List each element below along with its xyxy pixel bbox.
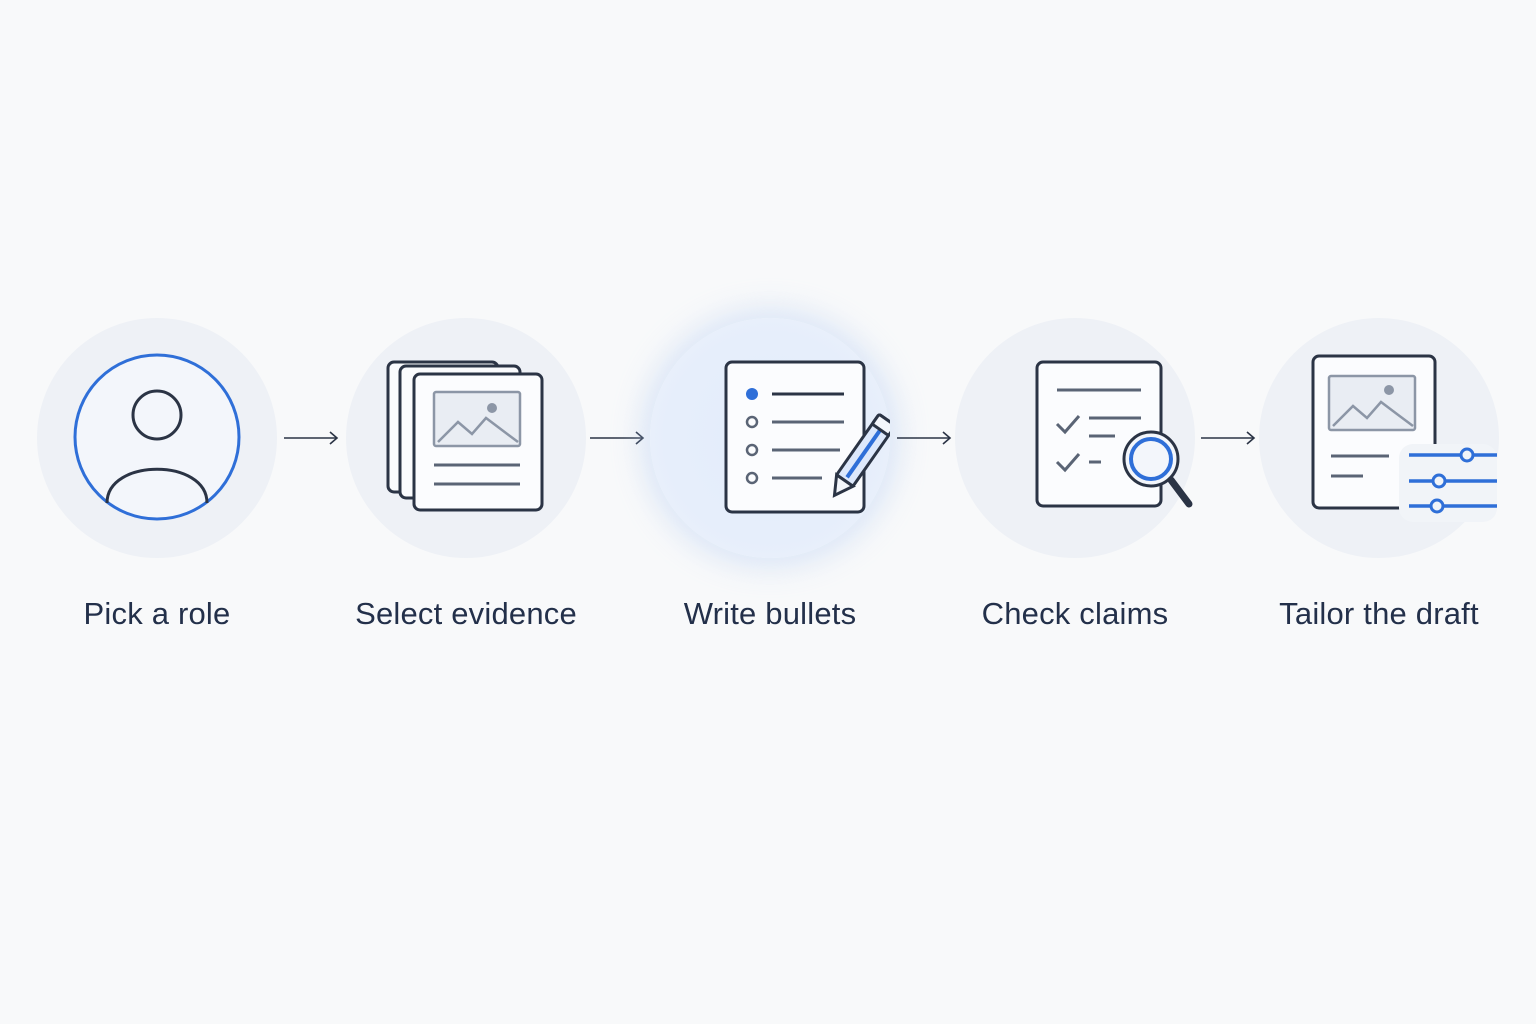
step-check-claims: Check claims [925,318,1225,648]
step-icon-circle [1259,318,1499,558]
step-label: Check claims [981,596,1169,631]
person-icon [73,353,241,521]
step-label: Pick a role [83,596,231,631]
arrow-right-icon [897,431,952,445]
step-label: Tailor the draft [1279,596,1479,631]
documents-image-icon [386,360,544,512]
checklist-magnifier-icon [1035,360,1193,508]
step-select-evidence: Select evidence [316,318,616,648]
step-icon-circle [650,318,890,558]
step-label: Write bullets [683,596,857,631]
step-label: Select evidence [355,596,577,631]
arrow-right-icon [590,431,645,445]
document-sliders-icon [1311,354,1497,522]
step-icon-circle [346,318,586,558]
step-pick-a-role: Pick a role [7,318,307,648]
step-icon-circle [37,318,277,558]
step-write-bullets: Write bullets [620,318,920,648]
arrow-right-icon [1201,431,1256,445]
list-pencil-icon [724,360,890,514]
arrow-right-icon [284,431,339,445]
step-icon-circle [955,318,1195,558]
step-tailor-the-draft: Tailor the draft [1229,318,1529,648]
